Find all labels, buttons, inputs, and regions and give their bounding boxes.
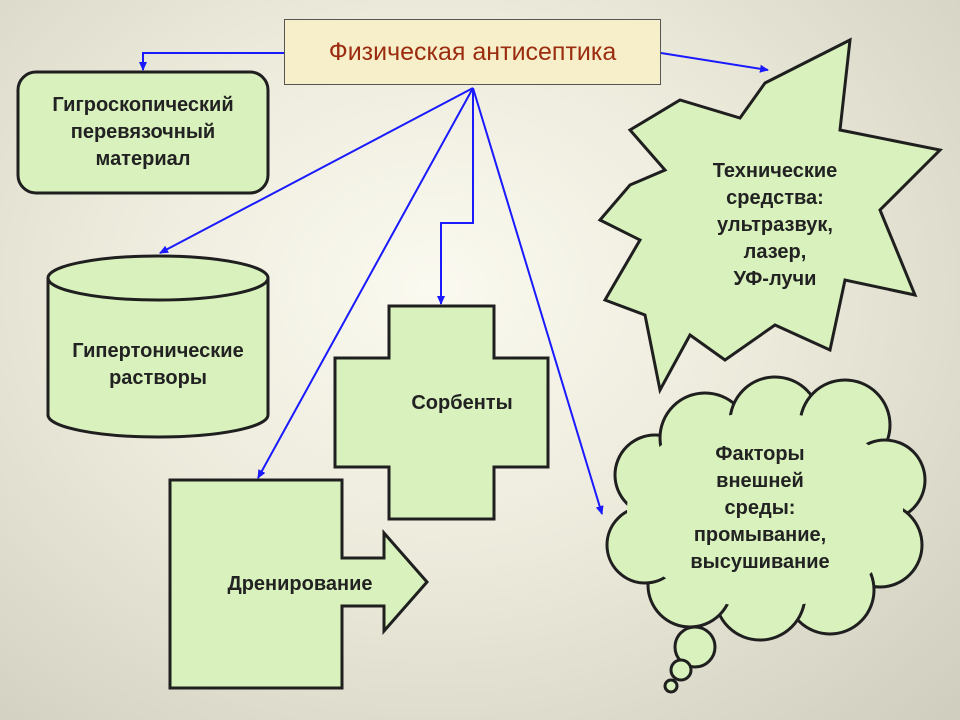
technical-label: Технические средства: ультразвук, лазер,… [712, 159, 838, 290]
arrow-to-technical [660, 52, 769, 73]
sorbents-cross [333, 304, 550, 521]
arrow-to-hypertonic [159, 87, 474, 254]
technical-starburst [597, 37, 944, 395]
title-box: Физическая антисептика [284, 19, 661, 85]
diagram-title: Физическая антисептика [328, 37, 617, 66]
sorbents-label: Сорбенты [411, 391, 513, 414]
arrow-to-drainage [257, 87, 474, 479]
drainage-label: Дренирование [227, 572, 373, 595]
environment-label: Факторы внешней среды: промывание, высуш… [690, 442, 830, 573]
hypertonic-label: Гипертонические растворы [72, 340, 244, 389]
arrow-to-hygroscopic [139, 52, 284, 71]
environment-cloud [605, 375, 927, 694]
arrow-to-sorbents [437, 88, 474, 305]
hygroscopic-box [16, 70, 270, 195]
arrow-to-environment [472, 87, 604, 515]
connector-arrows [139, 52, 769, 515]
hygroscopic-label: Гигроскопический перевязочный материал [52, 94, 234, 170]
drainage-arrow-shape [168, 478, 429, 690]
hypertonic-cylinder [46, 254, 270, 439]
